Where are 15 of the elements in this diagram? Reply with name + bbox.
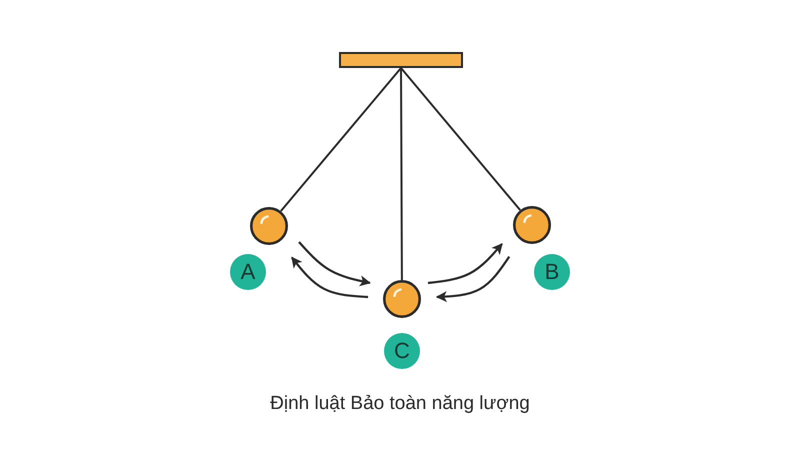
pendulum-ball <box>383 280 421 318</box>
pendulum-string <box>400 68 403 280</box>
point-label: B <box>534 254 570 290</box>
point-label: A <box>230 254 266 290</box>
pendulum-string <box>400 67 521 211</box>
pendulum-ball <box>513 206 551 244</box>
caption: Định luật Bảo toàn năng lượng <box>270 393 530 414</box>
pendulum-ball <box>250 207 288 245</box>
curved-arrow <box>298 241 371 286</box>
curved-arrow <box>436 256 510 302</box>
point-label: C <box>384 333 420 369</box>
pendulum-string <box>280 67 402 212</box>
support-bar <box>339 52 463 68</box>
curved-arrow <box>428 243 503 284</box>
curved-arrow <box>291 256 368 298</box>
